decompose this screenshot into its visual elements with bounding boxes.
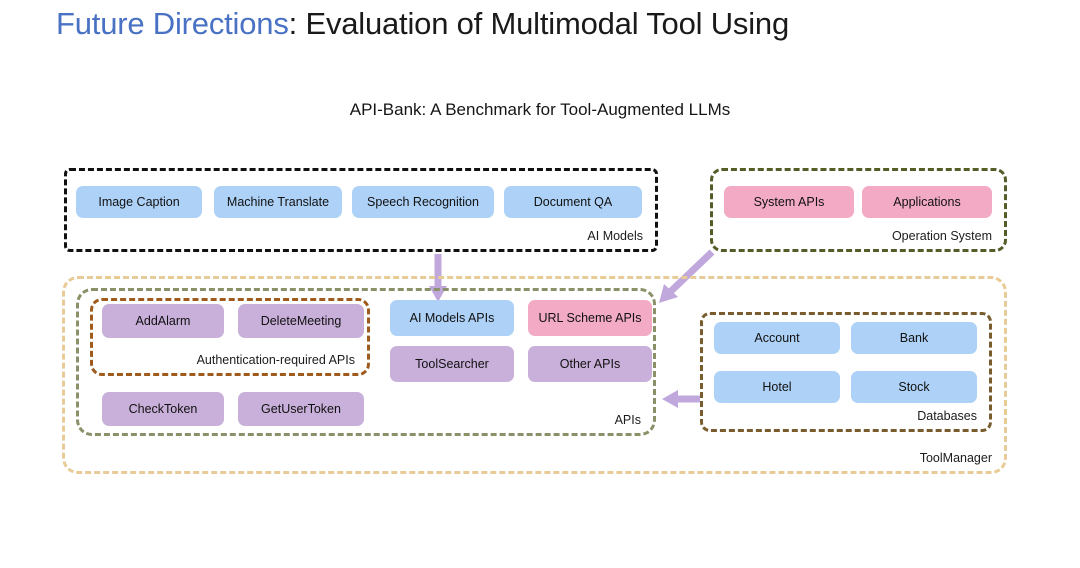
node-delete-meeting[interactable]: DeleteMeeting: [238, 304, 364, 338]
page-title-accent: Future Directions: [56, 6, 289, 41]
page-title: Future Directions: Evaluation of Multimo…: [56, 6, 789, 42]
node-url-scheme-apis[interactable]: URL Scheme APIs: [528, 300, 652, 336]
node-document-qa[interactable]: Document QA: [504, 186, 642, 218]
node-hotel[interactable]: Hotel: [714, 371, 840, 403]
node-stock[interactable]: Stock: [851, 371, 977, 403]
node-image-caption[interactable]: Image Caption: [76, 186, 202, 218]
zone-tool-manager: ToolManager: [62, 276, 1007, 474]
zone-authentication-required-apis: Authentication-required APIs: [90, 298, 370, 376]
zone-ai-models: AI Models: [64, 168, 658, 252]
node-check-token[interactable]: CheckToken: [102, 392, 224, 426]
zone-label-operation-system: Operation System: [891, 229, 992, 243]
node-tool-searcher[interactable]: ToolSearcher: [390, 346, 514, 382]
zone-apis: APIs: [76, 288, 656, 436]
zone-label-tool-manager: ToolManager: [919, 451, 992, 465]
zone-label-databases: Databases: [917, 409, 977, 423]
node-other-apis[interactable]: Other APIs: [528, 346, 652, 382]
zone-label-authentication-required-apis: Authentication-required APIs: [196, 353, 355, 367]
node-system-apis[interactable]: System APIs: [724, 186, 854, 218]
node-account[interactable]: Account: [714, 322, 840, 354]
zone-databases: Databases: [700, 312, 992, 432]
zone-label-apis: APIs: [614, 413, 641, 427]
node-ai-models-apis[interactable]: AI Models APIs: [390, 300, 514, 336]
node-applications[interactable]: Applications: [862, 186, 992, 218]
node-machine-translate[interactable]: Machine Translate: [214, 186, 342, 218]
zone-operation-system: Operation System: [710, 168, 1007, 252]
node-speech-recognition[interactable]: Speech Recognition: [352, 186, 494, 218]
node-get-user-token[interactable]: GetUserToken: [238, 392, 364, 426]
zone-label-ai-models: AI Models: [587, 229, 643, 243]
page-title-rest: : Evaluation of Multimodal Tool Using: [288, 6, 790, 41]
node-bank[interactable]: Bank: [851, 322, 977, 354]
figure-title: API-Bank: A Benchmark for Tool-Augmented…: [349, 100, 731, 119]
node-add-alarm[interactable]: AddAlarm: [102, 304, 224, 338]
